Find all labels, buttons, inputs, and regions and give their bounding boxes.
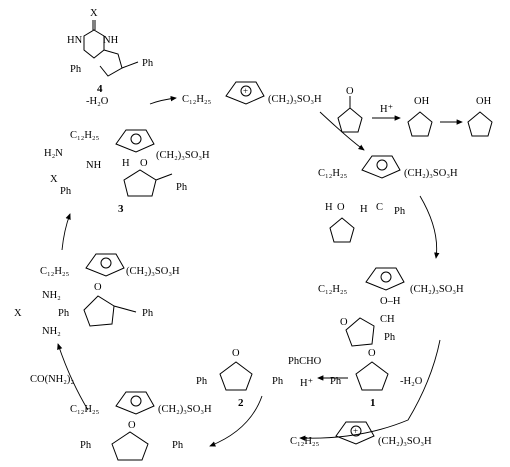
compound-1-number: 1 [370, 397, 376, 409]
cycle-arrows [57, 95, 441, 447]
intermediate-bottom: C₁₂H₂₅ (CH₂)₃SO₃H O Ph Ph [70, 391, 212, 461]
phcho-label: PhCHO [288, 356, 322, 367]
intermediate-aldol-attack: C₁₂H₂₅ (CH₂)₃SO₃H H O H C Ph [318, 155, 458, 243]
catalyst-top: C₁₂H₂₅ + (CH₂)₃SO₃H [182, 81, 322, 105]
i3-c12h25: C₁₂H₂₅ [318, 284, 348, 295]
i1-ph: Ph [60, 186, 72, 197]
cat-top-chain: (CH₂)₃SO₃H [268, 94, 322, 105]
ia-c12h25: C₁₂H₂₅ [40, 266, 70, 277]
cat-top-c12h25: C₁₂H₂₅ [182, 94, 212, 105]
i1-c12h25: C₁₂H₂₅ [70, 130, 100, 141]
minus-water-top: -H₂O [86, 96, 109, 107]
i3-chain: (CH₂)₃SO₃H [410, 284, 464, 295]
prod4-ph-b: Ph [142, 58, 154, 69]
cat-bot-chain: (CH₂)₃SO₃H [378, 436, 432, 447]
ib-ph: Ph [80, 440, 92, 451]
compound-3-number: 3 [118, 203, 124, 215]
product-4-structure: X NH HN Ph Ph 4 [67, 8, 154, 95]
minus-water-right: -H₂O [400, 376, 423, 387]
i2-c12h25: C₁₂H₂₅ [318, 168, 348, 179]
i3-ch: CH [380, 314, 395, 325]
prod4-hn-label: HN [67, 35, 83, 46]
oh-label-1: OH [414, 96, 430, 107]
ib-c12h25: C₁₂H₂₅ [70, 404, 100, 415]
ia-nh2-a: NH₂ [42, 290, 61, 301]
i2-h: H [325, 202, 333, 213]
i1-o: O [140, 158, 148, 169]
ia-ph2: Ph [142, 308, 154, 319]
i1-x: X [50, 174, 58, 185]
intermediate-aldol-adduct: C₁₂H₂₅ (CH₂)₃SO₃H O–H O CH Ph [318, 267, 464, 347]
cat-bot-c12h25: C₁₂H₂₅ [290, 436, 320, 447]
i2-o: O [337, 202, 345, 213]
prod4-ph-a: Ph [70, 64, 82, 75]
i1-h: H [122, 158, 130, 169]
i3-oh: O–H [380, 296, 401, 307]
prod4-x-label: X [90, 8, 98, 19]
i3-o: O [340, 317, 348, 328]
c2-ph2: Ph [272, 376, 284, 387]
ia-x: X [14, 308, 22, 319]
ia-ph: Ph [58, 308, 70, 319]
c1-o: O [368, 348, 376, 359]
i2-chain: (CH₂)₃SO₃H [404, 168, 458, 179]
compound-4-number: 4 [97, 83, 103, 95]
ib-chain: (CH₂)₃SO₃H [158, 404, 212, 415]
ia-nh2-b: NH₂ [42, 326, 61, 337]
intermediate-urea-enone: C₁₂H₂₅ (CH₂)₃SO₃H NH₂ X NH₂ Ph O Ph [14, 253, 180, 337]
cyclo-o-top: O [346, 86, 354, 97]
prod4-nh-label: NH [103, 35, 119, 46]
cyclopentanone-top: O H⁺ OH OH [337, 86, 493, 137]
i1-chain: (CH₂)₃SO₃H [156, 150, 210, 161]
h-plus-mid: H⁺ [300, 378, 313, 389]
intermediate-3: C₁₂H₂₅ (CH₂)₃SO₃H H₂N X NH H O Ph Ph 3 [44, 129, 210, 215]
ib-ph2: Ph [172, 440, 184, 451]
i2-c: C [376, 202, 383, 213]
c2-o: O [232, 348, 240, 359]
h-plus-top: H⁺ [380, 104, 393, 115]
compound-1: O Ph 1 [330, 348, 389, 409]
ia-o: O [94, 282, 102, 293]
i2-h2: H [360, 204, 368, 215]
i3-ph: Ph [384, 332, 396, 343]
c1-ph: Ph [330, 376, 342, 387]
c2-ph: Ph [196, 376, 208, 387]
compound-2: O Ph Ph 2 [196, 348, 284, 409]
i1-ph2: Ph [176, 182, 188, 193]
compound-2-number: 2 [238, 397, 244, 409]
ib-o: O [128, 420, 136, 431]
i2-ph: Ph [394, 206, 406, 217]
oh-label-2: OH [476, 96, 492, 107]
i1-nh: NH [86, 160, 102, 171]
catalyst-bottom: C₁₂H₂₅ + (CH₂)₃SO₃H [290, 421, 432, 447]
ia-chain: (CH₂)₃SO₃H [126, 266, 180, 277]
svg-text:+: + [353, 426, 358, 436]
urea-label: CO(NH₂)₂ [30, 374, 74, 385]
i1-h2n: H₂N [44, 148, 63, 159]
svg-text:+: + [243, 86, 248, 96]
